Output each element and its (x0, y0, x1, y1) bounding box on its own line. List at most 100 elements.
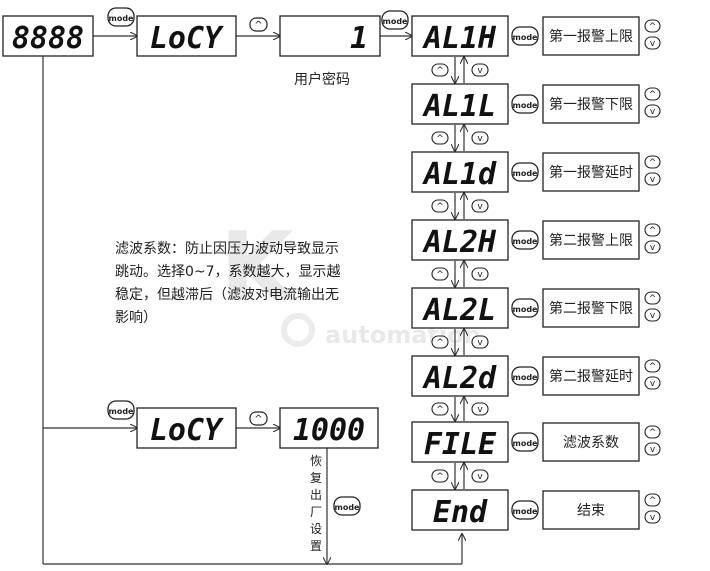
up-button-al2l[interactable]: ^ (644, 291, 661, 305)
chain-up-button[interactable]: ^ (431, 267, 449, 281)
param-desc-box (542, 152, 640, 192)
chain-up-button[interactable]: ^ (431, 402, 449, 416)
chain-up-button[interactable]: ^ (431, 469, 449, 483)
mode-button-al1d[interactable]: mode (511, 162, 539, 182)
up-button-factory-bg (249, 411, 268, 426)
chain-down-button[interactable]: v (471, 63, 489, 77)
mode-button-password[interactable]: mode (381, 10, 409, 30)
node-start: 8888 (2, 15, 94, 57)
up-button-factory[interactable]: ^ (249, 411, 268, 426)
chain-up-button-bg (431, 131, 449, 145)
down-button-bg (644, 172, 661, 186)
mode-button-bg (511, 500, 539, 520)
param-desc-box (542, 356, 640, 396)
down-button-al2h[interactable]: v (644, 240, 661, 254)
mode-button-top[interactable]: mode (107, 7, 135, 27)
up-button-top-label: ^ (254, 20, 262, 31)
mode-button-al2l[interactable]: mode (511, 298, 539, 318)
chain-down-button-bg (471, 131, 489, 145)
up-button-al2h[interactable]: ^ (644, 223, 661, 237)
mode-button-factory-confirm-bg (333, 496, 361, 516)
factory-char-4: 厂 (310, 505, 322, 519)
mode-button-al2h[interactable]: mode (511, 230, 539, 250)
down-button-al1h[interactable]: v (644, 36, 661, 50)
node-locy-2: LoCY (136, 407, 237, 449)
up-button-file[interactable]: ^ (644, 425, 661, 439)
chain-down-button-bg (471, 469, 489, 483)
mode-button-al2d[interactable]: mode (511, 366, 539, 386)
mode-button-al1l[interactable]: mode (511, 94, 539, 114)
param-desc-label: 第一报警延时 (549, 164, 633, 181)
chain-up-button-bg (431, 469, 449, 483)
factory-char-3: 出 (310, 488, 322, 502)
param-display-code: AL1d (422, 157, 497, 192)
up-button-bg (644, 87, 661, 101)
chain-up-button[interactable]: ^ (431, 131, 449, 145)
factory-display-box (279, 407, 379, 449)
down-button-bg (644, 240, 661, 254)
chain-up-button[interactable]: ^ (431, 335, 449, 349)
mode-button-bg (511, 162, 539, 182)
down-button-bg (644, 36, 661, 50)
up-button-end[interactable]: ^ (644, 493, 661, 507)
chain-down-button[interactable]: v (471, 131, 489, 145)
locy-display-text-1: LoCY (150, 21, 224, 56)
up-button-bg (644, 425, 661, 439)
mode-button-al1h[interactable]: mode (511, 26, 539, 46)
up-button-label: ^ (649, 496, 657, 506)
down-button-al1l[interactable]: v (644, 104, 661, 118)
param-desc-label: 第二报警延时 (549, 368, 633, 385)
watermark: K automation (220, 213, 481, 349)
mode-button-factory-confirm[interactable]: mode (333, 496, 361, 516)
chain-up-button[interactable]: ^ (431, 199, 449, 213)
mode-button-label: mode (513, 169, 539, 178)
factory-char-1: 恢 (310, 454, 322, 468)
param-desc-box (542, 288, 640, 328)
mode-button-label: mode (513, 237, 539, 246)
chain-down-button[interactable]: v (471, 402, 489, 416)
locy-display-text-2: LoCY (150, 413, 224, 448)
param-display-code: End (433, 495, 488, 530)
down-button-label: v (650, 311, 656, 321)
param-desc-label: 第一报警上限 (549, 28, 633, 45)
chain-up-button[interactable]: ^ (431, 63, 449, 77)
start-display-box (2, 15, 94, 57)
up-button-al1l[interactable]: ^ (644, 87, 661, 101)
chain-down-button[interactable]: v (471, 335, 489, 349)
mode-button-bg (511, 26, 539, 46)
param-display-box (411, 489, 509, 531)
up-button-bg (644, 493, 661, 507)
mode-button-bg (511, 432, 539, 452)
down-button-al2d[interactable]: v (644, 376, 661, 390)
chain-down-button[interactable]: v (471, 469, 489, 483)
up-button-label: ^ (649, 158, 657, 168)
down-button-al2l[interactable]: v (644, 308, 661, 322)
down-button-bg (644, 308, 661, 322)
password-display-value: 1 (350, 21, 368, 56)
up-button-al2d[interactable]: ^ (644, 359, 661, 373)
locy-display-box-1 (136, 15, 237, 57)
down-button-label: v (650, 243, 656, 253)
mode-button-end[interactable]: mode (511, 500, 539, 520)
param-desc-label: 结束 (577, 503, 605, 519)
mode-button-file[interactable]: mode (511, 432, 539, 452)
up-button-bg (644, 359, 661, 373)
down-button-label: v (650, 107, 656, 117)
mode-button-factory[interactable]: mode (107, 400, 135, 420)
up-button-top[interactable]: ^ (249, 17, 268, 32)
param-desc-box (542, 220, 640, 260)
chain-up-button-bg (431, 402, 449, 416)
down-button-end[interactable]: v (644, 510, 661, 524)
param-display-code: AL1H (422, 21, 497, 56)
param-desc-label: 第二报警上限 (549, 232, 633, 249)
up-button-al1d[interactable]: ^ (644, 155, 661, 169)
chain-down-button[interactable]: v (471, 199, 489, 213)
param-desc-box (542, 490, 640, 530)
mode-button-label: mode (513, 101, 539, 110)
down-button-al1d[interactable]: v (644, 172, 661, 186)
chain-down-button[interactable]: v (471, 267, 489, 281)
down-button-file[interactable]: v (644, 442, 661, 456)
up-button-al1h[interactable]: ^ (644, 19, 661, 33)
mode-button-bg (511, 298, 539, 318)
